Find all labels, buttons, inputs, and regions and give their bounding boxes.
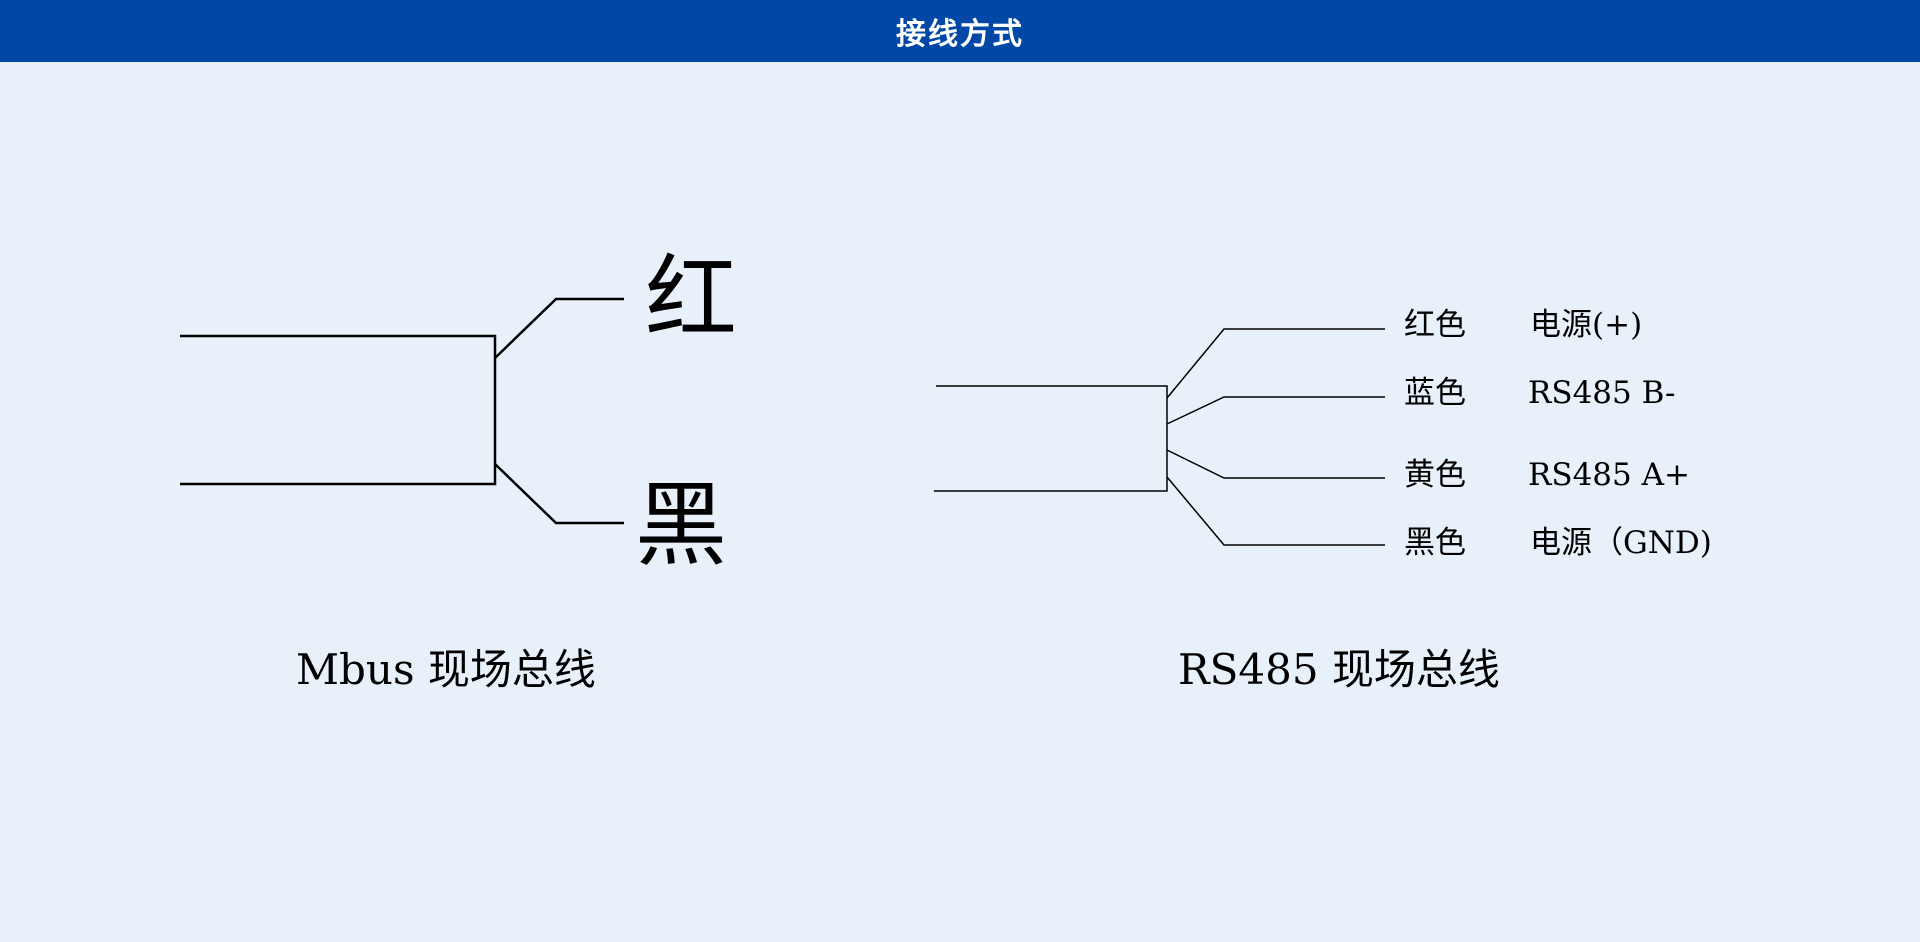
rs485-wire-red	[1166, 328, 1385, 399]
rs485-wire-yellow	[1166, 449, 1385, 479]
rs485-wire-color-blue: 蓝色	[1404, 375, 1466, 411]
mbus-label-red: 红	[645, 245, 737, 352]
page-title: 接线方式	[896, 17, 1024, 52]
mbus-caption: Mbus 现场总线	[296, 645, 596, 694]
rs485-wire-signal-blue: RS485 B-	[1528, 375, 1675, 411]
header-bar: 接线方式	[0, 0, 1920, 62]
rs485-wire-signal-red: 电源(+)	[1530, 307, 1642, 343]
rs485-wire-signal-black: 电源（GND)	[1530, 525, 1712, 561]
rs485-wire-black	[1166, 476, 1385, 546]
mbus-label-black: 黑	[635, 472, 727, 579]
mbus-wire-black	[494, 463, 624, 525]
rs485-cable	[934, 385, 1168, 492]
rs485-diagram: 红色 电源(+) 蓝色 RS485 B- 黄色 RS485 A+ 黑色 电源（G…	[934, 307, 1712, 694]
mbus-diagram: 红 黑 Mbus 现场总线	[180, 245, 737, 694]
mbus-cable-top	[180, 334, 497, 486]
wiring-diagram: 红 黑 Mbus 现场总线 红色 电源(+) 蓝色 RS485 B- 黄色 RS…	[180, 245, 1712, 694]
rs485-caption: RS485 现场总线	[1178, 645, 1500, 694]
rs485-wire-blue	[1166, 396, 1385, 425]
rs485-wire-color-yellow: 黄色	[1404, 457, 1466, 493]
rs485-wire-color-red: 红色	[1404, 307, 1466, 343]
rs485-wire-signal-yellow: RS485 A+	[1528, 457, 1690, 493]
mbus-wire-red	[494, 297, 624, 359]
rs485-wire-color-black: 黑色	[1404, 525, 1466, 561]
